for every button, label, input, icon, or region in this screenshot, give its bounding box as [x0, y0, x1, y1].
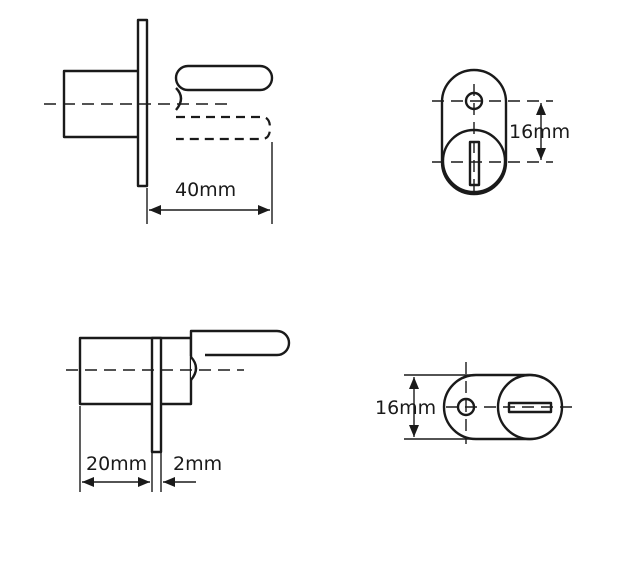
dimension-arrow-right	[258, 205, 270, 215]
mounting-plate	[136, 18, 149, 188]
cam-bump	[175, 87, 183, 111]
dimension-arrow-bottom	[409, 425, 419, 437]
front-view-vertical: 16mm	[432, 68, 570, 196]
body-length-label: 20mm	[86, 453, 147, 475]
lock-body	[78, 336, 193, 406]
cam-arm-dashed-position	[176, 115, 272, 141]
mounting-plate	[150, 336, 163, 454]
plate-thickness-label: 2mm	[173, 453, 222, 475]
height-label: 16mm	[509, 121, 570, 143]
plate-arrow	[163, 477, 175, 487]
body-arrow-right	[138, 477, 150, 487]
cam-bump	[190, 356, 198, 381]
cam-arm	[189, 329, 291, 357]
length-label: 40mm	[175, 179, 236, 201]
dimension-arrow-top	[409, 377, 419, 389]
dimension-arrow-left	[149, 205, 161, 215]
body-arrow-left	[82, 477, 94, 487]
dimension-arrow-bottom	[536, 148, 546, 160]
cam-arm-extended	[174, 64, 274, 92]
side-view-extended: 40mm	[44, 18, 274, 224]
front-view-horizontal: 16mm	[375, 362, 572, 444]
dimension-arrow-top	[536, 103, 546, 115]
side-view-retracted: 20mm 2mm	[66, 329, 291, 492]
height-label: 16mm	[375, 397, 436, 419]
